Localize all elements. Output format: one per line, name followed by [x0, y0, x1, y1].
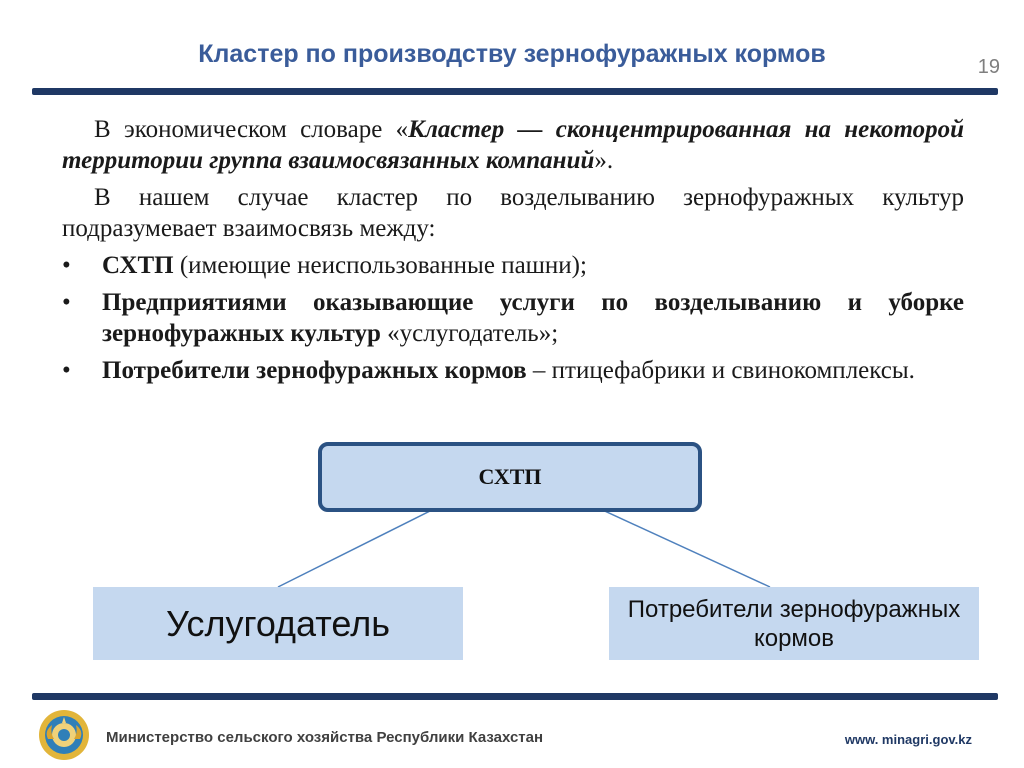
relationship-list: •СХТП (имеющие неиспользованные пашни); …	[62, 250, 964, 386]
node-skhtp: СХТП	[318, 442, 702, 512]
definition-paragraph: В экономическом словаре «Кластер — сконц…	[62, 114, 964, 176]
page-number: 19	[977, 56, 1000, 78]
connector-left	[277, 506, 439, 588]
bullet-icon: •	[62, 357, 71, 384]
slide-body: В экономическом словаре «Кластер — сконц…	[62, 114, 964, 392]
header-divider	[32, 88, 998, 95]
bullet-icon: •	[62, 289, 71, 316]
ministry-name: Министерство сельского хозяйства Республ…	[106, 729, 544, 746]
connector-right	[595, 506, 771, 588]
node-feed-consumers: Потребители зернофуражных кормов	[609, 587, 979, 660]
definition-suffix: ».	[594, 147, 614, 174]
list-item: • Предприятиями оказывающие услуги по воз…	[62, 287, 964, 349]
list-item: • Потребители зернофуражных кормов – птиц…	[62, 355, 964, 386]
bullet-icon: •	[62, 252, 71, 279]
list-item-text: (имеющие неиспользованные пашни);	[173, 252, 587, 279]
definition-emphasis: Кластер — сконцентрированная на некоторо…	[62, 116, 965, 174]
list-item-text: «услугодатель»;	[380, 320, 559, 347]
list-item-bold: Потребители зернофуражных кормов	[102, 357, 527, 384]
slide-title: Кластер по производству зернофуражных ко…	[198, 40, 826, 68]
node-service-provider: Услугодатель	[93, 587, 463, 660]
list-item-bold: СХТП	[102, 252, 174, 279]
footer-divider	[32, 693, 998, 700]
kazakhstan-emblem-icon	[39, 710, 89, 760]
context-paragraph: В нашем случае кластер по возделыванию з…	[62, 184, 964, 242]
definition-prefix: В экономическом словаре «	[94, 116, 409, 143]
list-item: • СХТП (имеющие неиспользованные пашни);	[62, 250, 964, 281]
website-link[interactable]: www. minagri.gov.kz	[844, 732, 972, 747]
list-item-bold: Предприятиями оказывающие услуги по возд…	[102, 289, 964, 347]
list-item-text: – птицефабрики и свинокомплексы.	[526, 357, 915, 384]
